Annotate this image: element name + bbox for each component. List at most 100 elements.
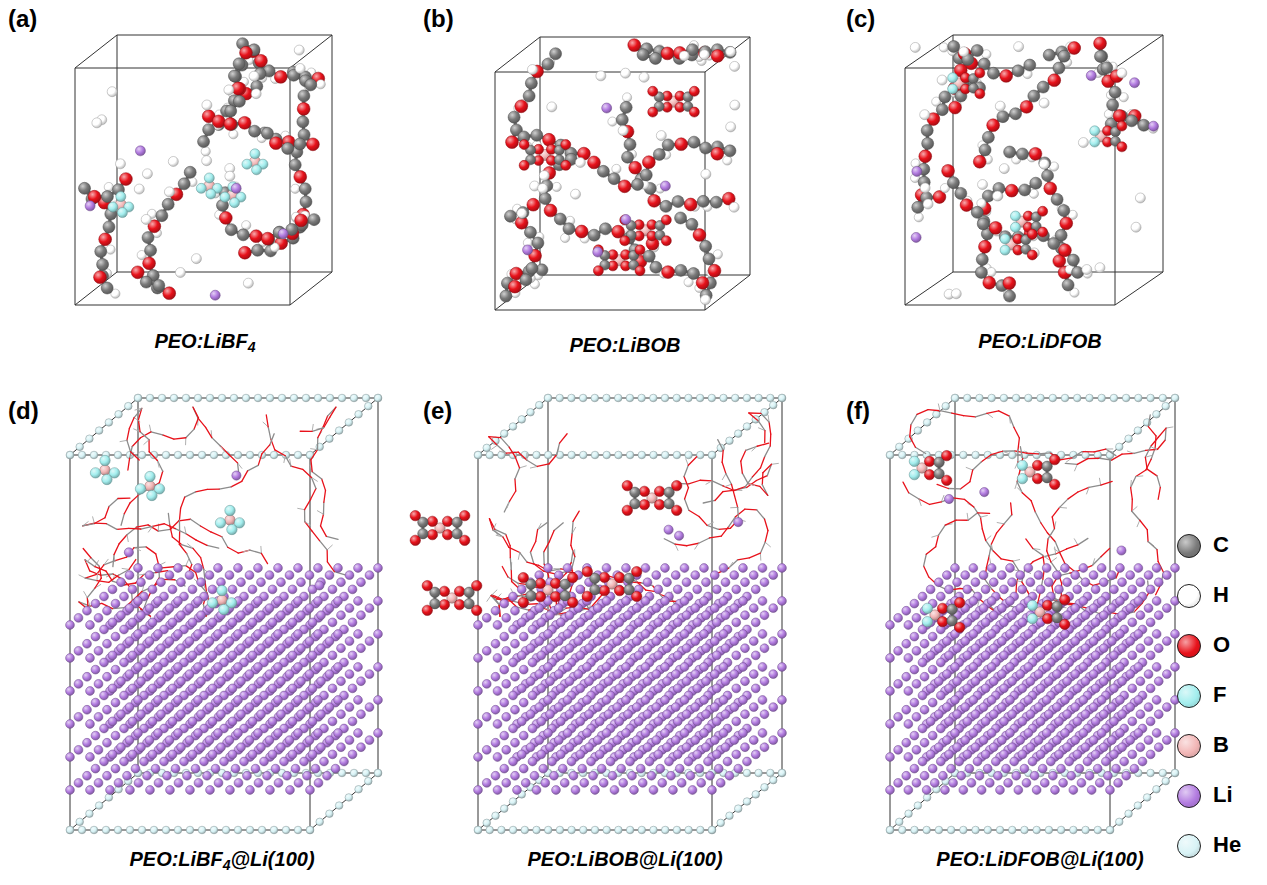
atom	[1109, 86, 1121, 98]
bond	[326, 536, 338, 539]
atom	[308, 214, 320, 226]
atom	[365, 670, 374, 679]
atom	[1027, 229, 1037, 239]
atom	[243, 278, 253, 288]
atom	[254, 394, 262, 402]
atom	[294, 45, 304, 55]
atom	[111, 698, 120, 707]
atom	[114, 451, 122, 459]
atom	[274, 663, 283, 672]
atom	[1067, 254, 1079, 266]
atom	[234, 630, 243, 639]
atom	[208, 651, 217, 660]
atom	[345, 571, 354, 580]
atom	[365, 604, 374, 613]
bond	[222, 537, 228, 547]
atom	[1090, 137, 1100, 147]
atom	[188, 618, 197, 627]
atom	[125, 670, 134, 679]
atom	[700, 142, 712, 154]
atom	[137, 611, 146, 620]
atom	[270, 826, 278, 834]
atom	[104, 182, 113, 191]
atom	[575, 158, 585, 168]
bond	[106, 524, 117, 530]
atom	[168, 618, 177, 627]
atom	[948, 41, 960, 53]
atom	[357, 578, 366, 587]
atom	[335, 427, 343, 435]
atom	[168, 585, 177, 594]
atom	[948, 84, 958, 94]
atom	[234, 663, 243, 672]
atom	[230, 394, 238, 402]
atom	[120, 173, 133, 186]
atom	[912, 201, 924, 213]
atom	[288, 684, 297, 693]
atom	[228, 618, 237, 627]
bond	[163, 435, 174, 439]
atom	[288, 585, 297, 594]
atom	[228, 585, 237, 594]
atom	[1101, 62, 1113, 74]
bond	[193, 407, 198, 418]
atom	[299, 183, 311, 195]
atom	[316, 80, 325, 89]
atom	[520, 274, 532, 286]
atom	[960, 199, 973, 212]
atom	[328, 585, 337, 594]
atom	[261, 232, 274, 245]
atom	[345, 637, 354, 646]
bond	[130, 495, 139, 503]
bond	[186, 559, 189, 565]
bond	[84, 592, 88, 598]
atom	[154, 663, 163, 672]
atom	[150, 826, 158, 834]
atom	[701, 169, 711, 179]
atom	[348, 651, 357, 660]
atom	[355, 410, 363, 418]
atom	[201, 147, 210, 156]
atom	[912, 166, 922, 176]
bond	[242, 471, 248, 481]
atom	[326, 810, 334, 818]
atom	[708, 264, 721, 277]
atom	[148, 618, 157, 627]
atom	[114, 826, 122, 834]
atom	[234, 564, 243, 573]
atom	[326, 435, 334, 443]
atom	[246, 451, 254, 459]
atom	[194, 597, 203, 606]
atom	[661, 47, 674, 60]
atom	[91, 665, 100, 674]
atom	[164, 187, 174, 197]
atom	[305, 571, 314, 580]
atom	[955, 187, 967, 199]
atom	[987, 119, 1000, 132]
atom	[1058, 50, 1070, 62]
atom	[234, 826, 242, 834]
atom	[1095, 263, 1105, 273]
atom	[66, 687, 75, 696]
atom	[94, 613, 103, 622]
atom	[94, 712, 103, 721]
atom	[91, 632, 100, 641]
atom	[334, 663, 343, 672]
atom	[656, 131, 666, 141]
atom	[197, 611, 206, 620]
atom	[1019, 184, 1031, 196]
atom	[66, 826, 74, 834]
atom	[539, 171, 549, 181]
atom	[120, 658, 129, 667]
atom	[975, 89, 985, 99]
atom	[205, 670, 214, 679]
atom	[268, 651, 277, 660]
bond	[186, 534, 196, 540]
atom	[137, 644, 146, 653]
atom	[1086, 71, 1096, 81]
atom	[237, 578, 246, 587]
atom	[142, 169, 152, 179]
atom	[90, 826, 98, 834]
atom	[650, 261, 662, 273]
atom	[700, 240, 712, 252]
